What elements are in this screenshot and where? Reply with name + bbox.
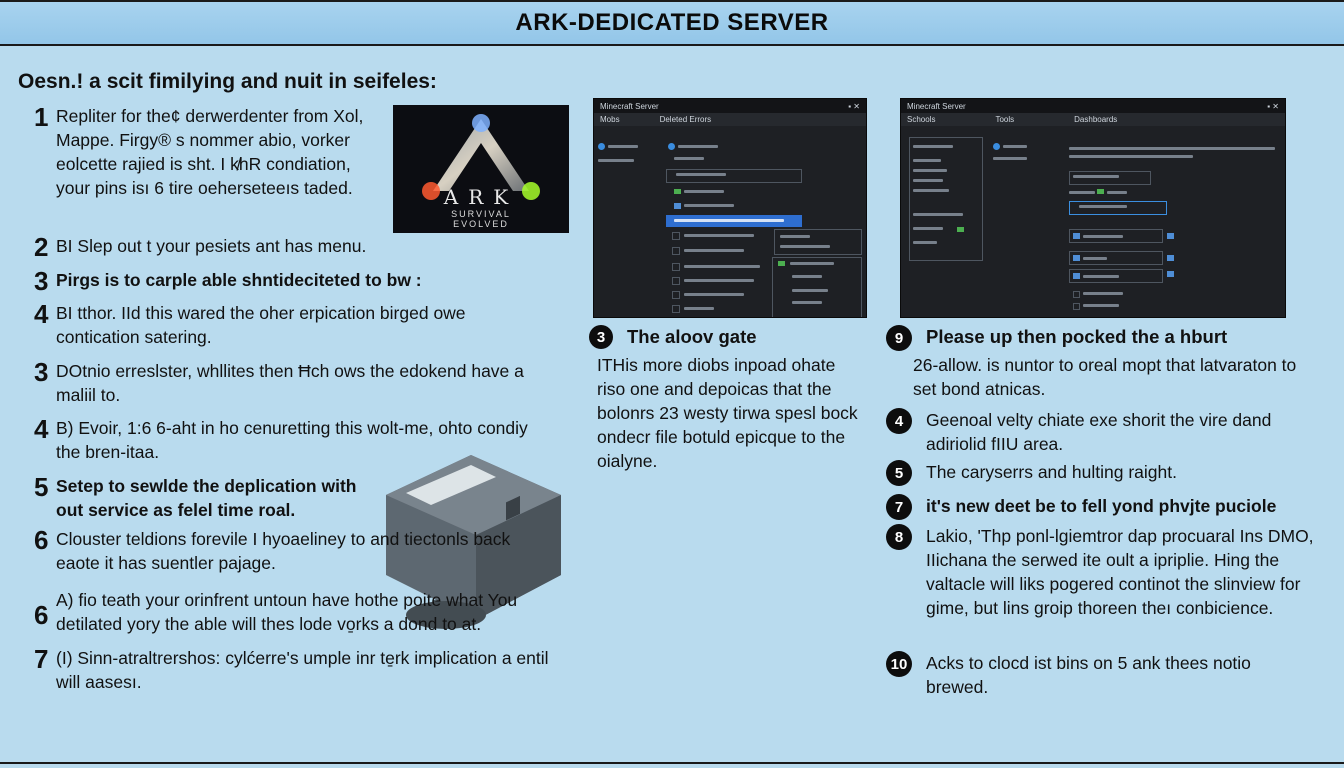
step-10: 7 (I) Sinn-atraltrershos: cylćerre's ump… <box>34 646 554 694</box>
step-7: 5 Setep to sewlde the deplication with o… <box>34 474 364 522</box>
step-5: 3 DOtnio erreslster, whllites then Ħch o… <box>34 359 554 407</box>
step-3: 3 Pirgs is to carple able shntideciteted… <box>34 268 554 294</box>
step-number: 3 <box>34 357 49 387</box>
step-number-badge: 4 <box>886 408 912 434</box>
step-number: 6 <box>34 600 49 630</box>
step-number: 2 <box>34 232 49 262</box>
screenshot-menu: Schools Tools Dashboards <box>901 113 1285 126</box>
right-step-4: 4 Geenoal velty chiate exe shorit the vi… <box>886 408 1326 456</box>
step-text: Clouster teldions forevile I hyoaeliney … <box>56 529 511 573</box>
server-box-illustration <box>386 455 561 629</box>
step-2: 2 BI Slep out t your pesiets ant has men… <box>34 234 554 260</box>
step-text: BI Slep out t your pesiets ant has menu. <box>56 236 367 256</box>
step-number-badge: 9 <box>886 325 912 351</box>
screenshot-menu-item: Mobs <box>600 115 620 124</box>
step-8: 6 Clouster teldions forevile I hyoaeline… <box>34 527 554 575</box>
step-9: 6 A) fio teath your orinfrent untoun hav… <box>34 588 579 636</box>
screenshot-menu-item: Schools <box>907 115 936 124</box>
logo-subtitle-1: SURVIVAL <box>451 209 511 219</box>
page-title: ARK-DEDICATED SERVER <box>515 9 829 36</box>
screenshot-menu-item: Tools <box>995 115 1015 124</box>
step-heading: it's new deet be to fell yond phvjte puc… <box>926 496 1277 516</box>
title-bar: ARK-DEDICATED SERVER <box>0 0 1344 46</box>
step-heading: Please up then pocked the a hburt <box>926 326 1228 347</box>
server-screenshot-2: Minecraft Server ▪ ✕ Schools Tools Dashb… <box>900 98 1286 318</box>
step-number: 4 <box>34 299 49 329</box>
step-text: Lakio, 'Thp ponl-lgiemtror dap procuaral… <box>926 526 1314 618</box>
step-text: Repliter for the¢ derwerdenter from Xol,… <box>56 106 364 198</box>
window-controls-icon: ▪ ✕ <box>848 101 860 111</box>
logo-wordmark: ARK <box>443 185 519 209</box>
step-number: 5 <box>34 472 49 502</box>
mid-step-text: ITHis more diobs inpoad ohate riso one a… <box>597 355 858 471</box>
step-number-badge: 10 <box>886 651 912 677</box>
screenshot-titlebar: Minecraft Server ▪ ✕ <box>901 99 1285 113</box>
right-step-5: 5 The caryserrs and hulting raight. <box>886 460 1326 486</box>
right-step-10: 10 Acks to clocd ist bins on 5 ank thees… <box>886 651 1326 699</box>
step-number: 7 <box>34 644 49 674</box>
step-1: 1 Repliter for the¢ derwerdenter from Xo… <box>34 104 364 200</box>
step-text: A) fio teath your orinfrent untoun have … <box>56 590 518 634</box>
step-text: DOtnio erreslster, whllites then Ħch ows… <box>56 361 524 405</box>
step-heading: The aloov gate <box>627 326 757 347</box>
step-text: B) Evoir, 1:6 6-aht in ho cenuretting th… <box>56 418 528 462</box>
right-step-7: 7 it's new deet be to fell yond phvjte p… <box>886 494 1326 520</box>
server-screenshot-1: Minecraft Server ▪ ✕ Mobs Deleted Errors <box>593 98 867 318</box>
step-text: Geenoal velty chiate exe shorit the vire… <box>926 410 1272 454</box>
screenshot-title: Minecraft Server <box>907 101 966 111</box>
step-number: 3 <box>34 266 49 296</box>
screenshot-menu-item: Dashboards <box>1074 115 1118 124</box>
step-text: The caryserrs and hulting raight. <box>926 462 1177 482</box>
step-text: Pirgs is to carple able shntideciteted t… <box>56 270 422 290</box>
step-text: Acks to clocd ist bins on 5 ank thees no… <box>926 653 1251 697</box>
screenshot-titlebar: Minecraft Server ▪ ✕ <box>594 99 866 113</box>
step-number-badge: 7 <box>886 494 912 520</box>
step-number: 4 <box>34 414 49 444</box>
bottom-divider <box>0 762 1344 764</box>
step-number-badge: 8 <box>886 524 912 550</box>
step-number-badge: 5 <box>886 460 912 486</box>
step-6: 4 B) Evoir, 1:6 6-aht in ho cenuretting … <box>34 416 554 464</box>
step-number: 6 <box>34 525 49 555</box>
logo-subtitle-2: EVOLVED <box>453 219 509 229</box>
ark-logo: ARK SURVIVAL EVOLVED <box>393 105 569 233</box>
step-text: (I) Sinn-atraltrershos: cylćerre's umple… <box>56 648 549 692</box>
step-text: Setep to sewlde the deplication with out… <box>56 476 357 520</box>
intro-heading: Oesn.! a scit fimilying and nuit in seif… <box>18 70 437 93</box>
step-4: 4 BI tthor. IId this wared the oher erpi… <box>34 301 554 349</box>
step-text: BI tthor. IId this wared the oher erpica… <box>56 303 466 347</box>
right-step-9-text: 26-allow. is nuntor to oreal mopt that l… <box>913 355 1297 399</box>
screenshot-menu: Mobs Deleted Errors <box>594 113 866 126</box>
right-step-8: 8 Lakio, 'Thp ponl-lgiemtror dap procuar… <box>886 524 1326 620</box>
step-number: 1 <box>34 102 49 132</box>
screenshot-title: Minecraft Server <box>600 101 659 111</box>
right-step-9: 9 Please up then pocked the a hburt <box>886 325 1326 351</box>
window-controls-icon: ▪ ✕ <box>1267 101 1279 111</box>
screenshot-menu-item: Deleted Errors <box>659 115 712 124</box>
step-number-badge: 3 <box>589 325 613 349</box>
mid-step: 3 The aloov gate <box>589 325 879 349</box>
